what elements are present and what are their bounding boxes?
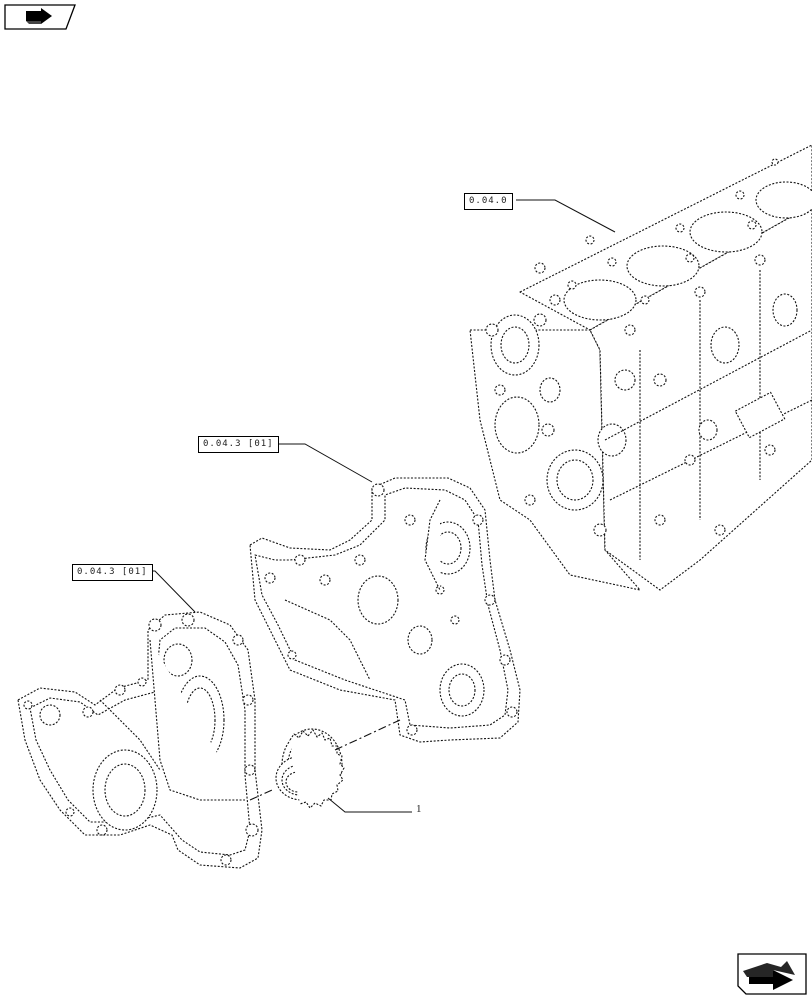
- book-return-icon[interactable]: [4, 4, 76, 30]
- front-cover: [17, 611, 263, 869]
- idler-gear: [275, 728, 345, 809]
- engine-block: [469, 144, 812, 591]
- callout-number-gear: 1: [416, 803, 422, 815]
- reference-label-front-cover[interactable]: 0.04.3 [01]: [72, 564, 153, 581]
- reference-label-engine-block[interactable]: 0.04.0: [464, 193, 513, 210]
- timing-cover: [249, 477, 521, 743]
- reference-label-timing-cover[interactable]: 0.04.3 [01]: [198, 436, 279, 453]
- next-page-arrow-icon[interactable]: [737, 953, 807, 995]
